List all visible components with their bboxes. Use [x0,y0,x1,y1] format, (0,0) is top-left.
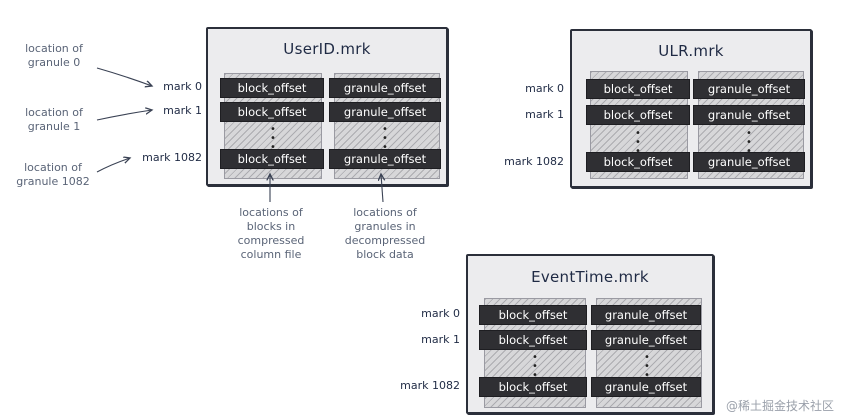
ellipsis-dots: ••• [532,352,538,381]
mark-label: mark 1082 [504,155,564,168]
watermark: @稀土掘金技术社区 [725,399,834,413]
granule-offset-cell: granule_offset [330,150,440,168]
granule-offset-cell: granule_offset [592,331,700,349]
mark-label: mark 1 [163,104,202,117]
block-offset-cell: block_offset [587,153,689,171]
block-offset-cell: block_offset [480,306,586,324]
mark-label: mark 1 [421,333,460,346]
ellipsis-dots: ••• [382,124,388,153]
arrow-to-mark-1 [96,110,152,121]
note-line: location of [24,161,82,174]
block-offset-cell: block_offset [587,106,689,124]
granule-offset-cell: granule_offset [592,378,700,396]
ellipsis-dots: ••• [644,352,650,381]
note-line: locations of [239,206,303,219]
note-line: granule 1 [27,120,81,133]
ulr-mrk-panel: ULR.mrk block_offset granule_offset bloc… [570,29,812,188]
mark-label: mark 0 [421,307,460,320]
note-line: locations of [353,206,417,219]
note-line: location of [25,42,83,55]
note-line: column file [240,248,302,261]
panel-title: UserID.mrk [283,40,371,58]
granule-offset-cell: granule_offset [330,103,440,121]
arrow-to-mark-1082 [96,158,130,173]
granule-offset-cell: granule_offset [694,80,804,98]
granule-offset-cell: granule_offset [694,106,804,124]
arrow-to-granules-column [381,174,383,203]
eventtime-mrk-panel: EventTime.mrk block_offset granule_offse… [466,254,714,414]
block-offset-cell: block_offset [480,331,586,349]
granule-offset-cell: granule_offset [592,306,700,324]
ellipsis-dots: ••• [635,128,641,157]
note-line: decompressed [344,234,426,247]
block-offset-cell: block_offset [221,79,323,97]
note-line: granules in [354,220,416,233]
ellipsis-dots: ••• [270,124,276,153]
note-locations-of-blocks: locations of blocks in compressed column… [228,206,314,262]
block-offset-cell: block_offset [221,103,323,121]
note-line: location of [25,106,83,119]
granule-offset-cell: granule_offset [694,153,804,171]
ellipsis-dots: ••• [746,128,752,157]
panel-title: ULR.mrk [658,42,724,60]
note-line: compressed [237,234,305,247]
block-offset-cell: block_offset [587,80,689,98]
note-line: block data [356,248,414,261]
note-location-granule-0: location of granule 0 [14,42,94,70]
mark-label: mark 0 [163,80,202,93]
note-line: granule 0 [27,56,81,69]
arrow-to-mark-0 [96,67,152,86]
mark-label: mark 0 [525,82,564,95]
note-line: blocks in [246,220,296,233]
mark-label: mark 1082 [400,379,460,392]
mark-label: mark 1 [525,108,564,121]
note-locations-of-granules: locations of granules in decompressed bl… [340,206,430,262]
note-location-granule-1: location of granule 1 [14,106,94,134]
panel-title: EventTime.mrk [531,268,649,286]
granule-offset-cell: granule_offset [330,79,440,97]
block-offset-cell: block_offset [480,378,586,396]
note-location-granule-1082: location of granule 1082 [8,161,98,189]
note-line: granule 1082 [16,175,90,188]
block-offset-cell: block_offset [221,150,323,168]
mark-label: mark 1082 [142,151,202,164]
